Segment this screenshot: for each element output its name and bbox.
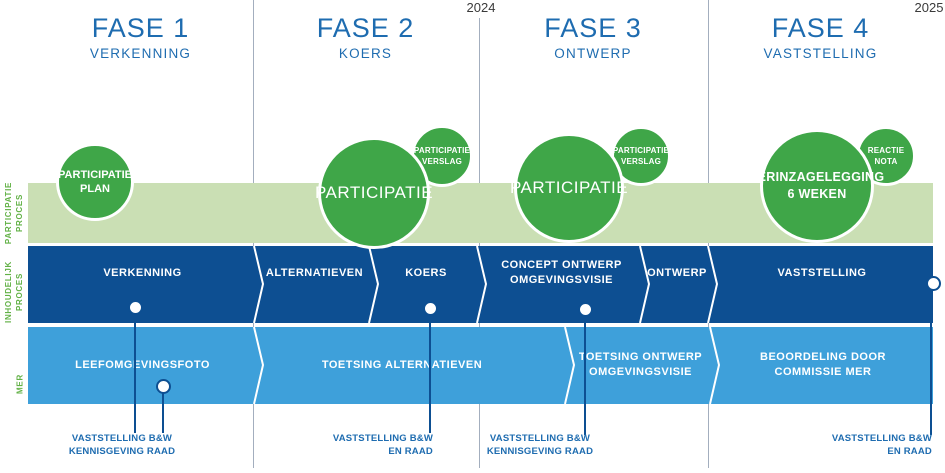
milestone-label-fase3: VASTSTELLING B&W KENNISGEVING RAAD: [486, 433, 594, 458]
milestone-connector-line: [429, 308, 431, 433]
phase-subtitle: ONTWERP: [554, 45, 632, 61]
chevron-separator-icon: [368, 246, 380, 323]
chevron-separator-icon: [639, 246, 651, 323]
phase-title: FASE 1: [91, 13, 190, 43]
lane-label-inhoudelijk-proces: INHOUDELIJK PROCES: [3, 261, 24, 323]
segment-koers: KOERS: [405, 266, 447, 279]
milestone-dot-concept-ontwerp: [578, 302, 593, 317]
segment-vaststelling: VASTSTELLING: [777, 266, 867, 279]
phase-title: FASE 4: [771, 13, 870, 43]
milestone-dot-vaststelling: [926, 276, 941, 291]
chevron-separator-icon: [709, 327, 721, 404]
phase-title: FASE 3: [544, 13, 642, 43]
phase-divider-2: [479, 18, 480, 468]
phase-header-fase2: FASE 2 KOERS: [253, 13, 478, 61]
segment-toetsing-alternatieven: TOETSING ALTERNATIEVEN: [321, 358, 483, 371]
phase-header-fase4: FASE 4 VASTSTELLING: [708, 13, 933, 61]
chevron-separator-icon: [476, 246, 488, 323]
circle-participatie-fase3: PARTICIPATIE: [510, 133, 628, 243]
milestone-label-fase2: VASTSTELLING B&W EN RAAD: [332, 433, 433, 458]
chevron-separator-icon: [253, 327, 265, 404]
milestone-dot-verkenning: [128, 300, 143, 315]
segment-verkenning: VERKENNING: [103, 266, 182, 279]
segment-concept-ontwerp: CONCEPT ONTWERP OMGEVINGSVISIE: [501, 259, 622, 286]
circle-terinzagelegging: TERINZAGELEGGING 6 WEKEN: [750, 129, 884, 243]
segment-toetsing-ontwerp: TOETSING ONTWERP OMGEVINGSVISIE: [578, 351, 703, 378]
phase-subtitle: KOERS: [338, 45, 393, 61]
chevron-separator-icon: [253, 246, 265, 323]
milestone-connector-line: [162, 386, 164, 433]
chevron-separator-icon: [564, 327, 576, 404]
phase-header-fase3: FASE 3 ONTWERP: [478, 13, 708, 61]
milestone-connector-line: [134, 307, 136, 433]
phase-subtitle: VERKENNING: [89, 45, 192, 61]
milestone-dot-leefomgevingsfoto: [156, 379, 171, 394]
year-label-2024: 2024: [466, 0, 496, 15]
milestone-dot-koers: [423, 301, 438, 316]
segment-leefomgevingsfoto: LEEFOMGEVINGSFOTO: [75, 358, 210, 371]
segment-ontwerp: ONTWERP: [647, 266, 707, 279]
chevron-separator-icon: [707, 246, 719, 323]
circle-participatie-verslag-fase3: PARTICIPATIE VERSLAG: [611, 126, 671, 186]
phase-subtitle: VASTSTELLING: [763, 45, 878, 61]
phase-header-fase1: FASE 1 VERKENNING: [28, 13, 253, 61]
circle-participatie-plan: PARTICIPATIE PLAN: [56, 143, 134, 221]
segment-beoordeling-commissie-mer: BEOORDELING DOOR COMMISSIE MER: [760, 351, 886, 378]
milestone-connector-line: [584, 309, 586, 435]
lane-label-participatie-proces: PARTICIPATIE PROCES: [3, 181, 24, 245]
year-label-2025: 2025: [914, 0, 944, 15]
phase-title: FASE 2: [316, 13, 415, 43]
segment-alternatieven: ALTERNATIEVEN: [265, 266, 364, 279]
circle-participatie-fase2: PARTICIPATIE: [315, 137, 433, 249]
milestone-connector-line: [930, 283, 932, 435]
milestone-label-fase4: VASTSTELLING B&W EN RAAD: [831, 433, 932, 458]
mer-band: [28, 327, 933, 404]
milestone-label-fase1: VASTSTELLING B&W KENNISGEVING RAAD: [68, 433, 176, 458]
lane-label-mer: MER: [15, 374, 25, 394]
